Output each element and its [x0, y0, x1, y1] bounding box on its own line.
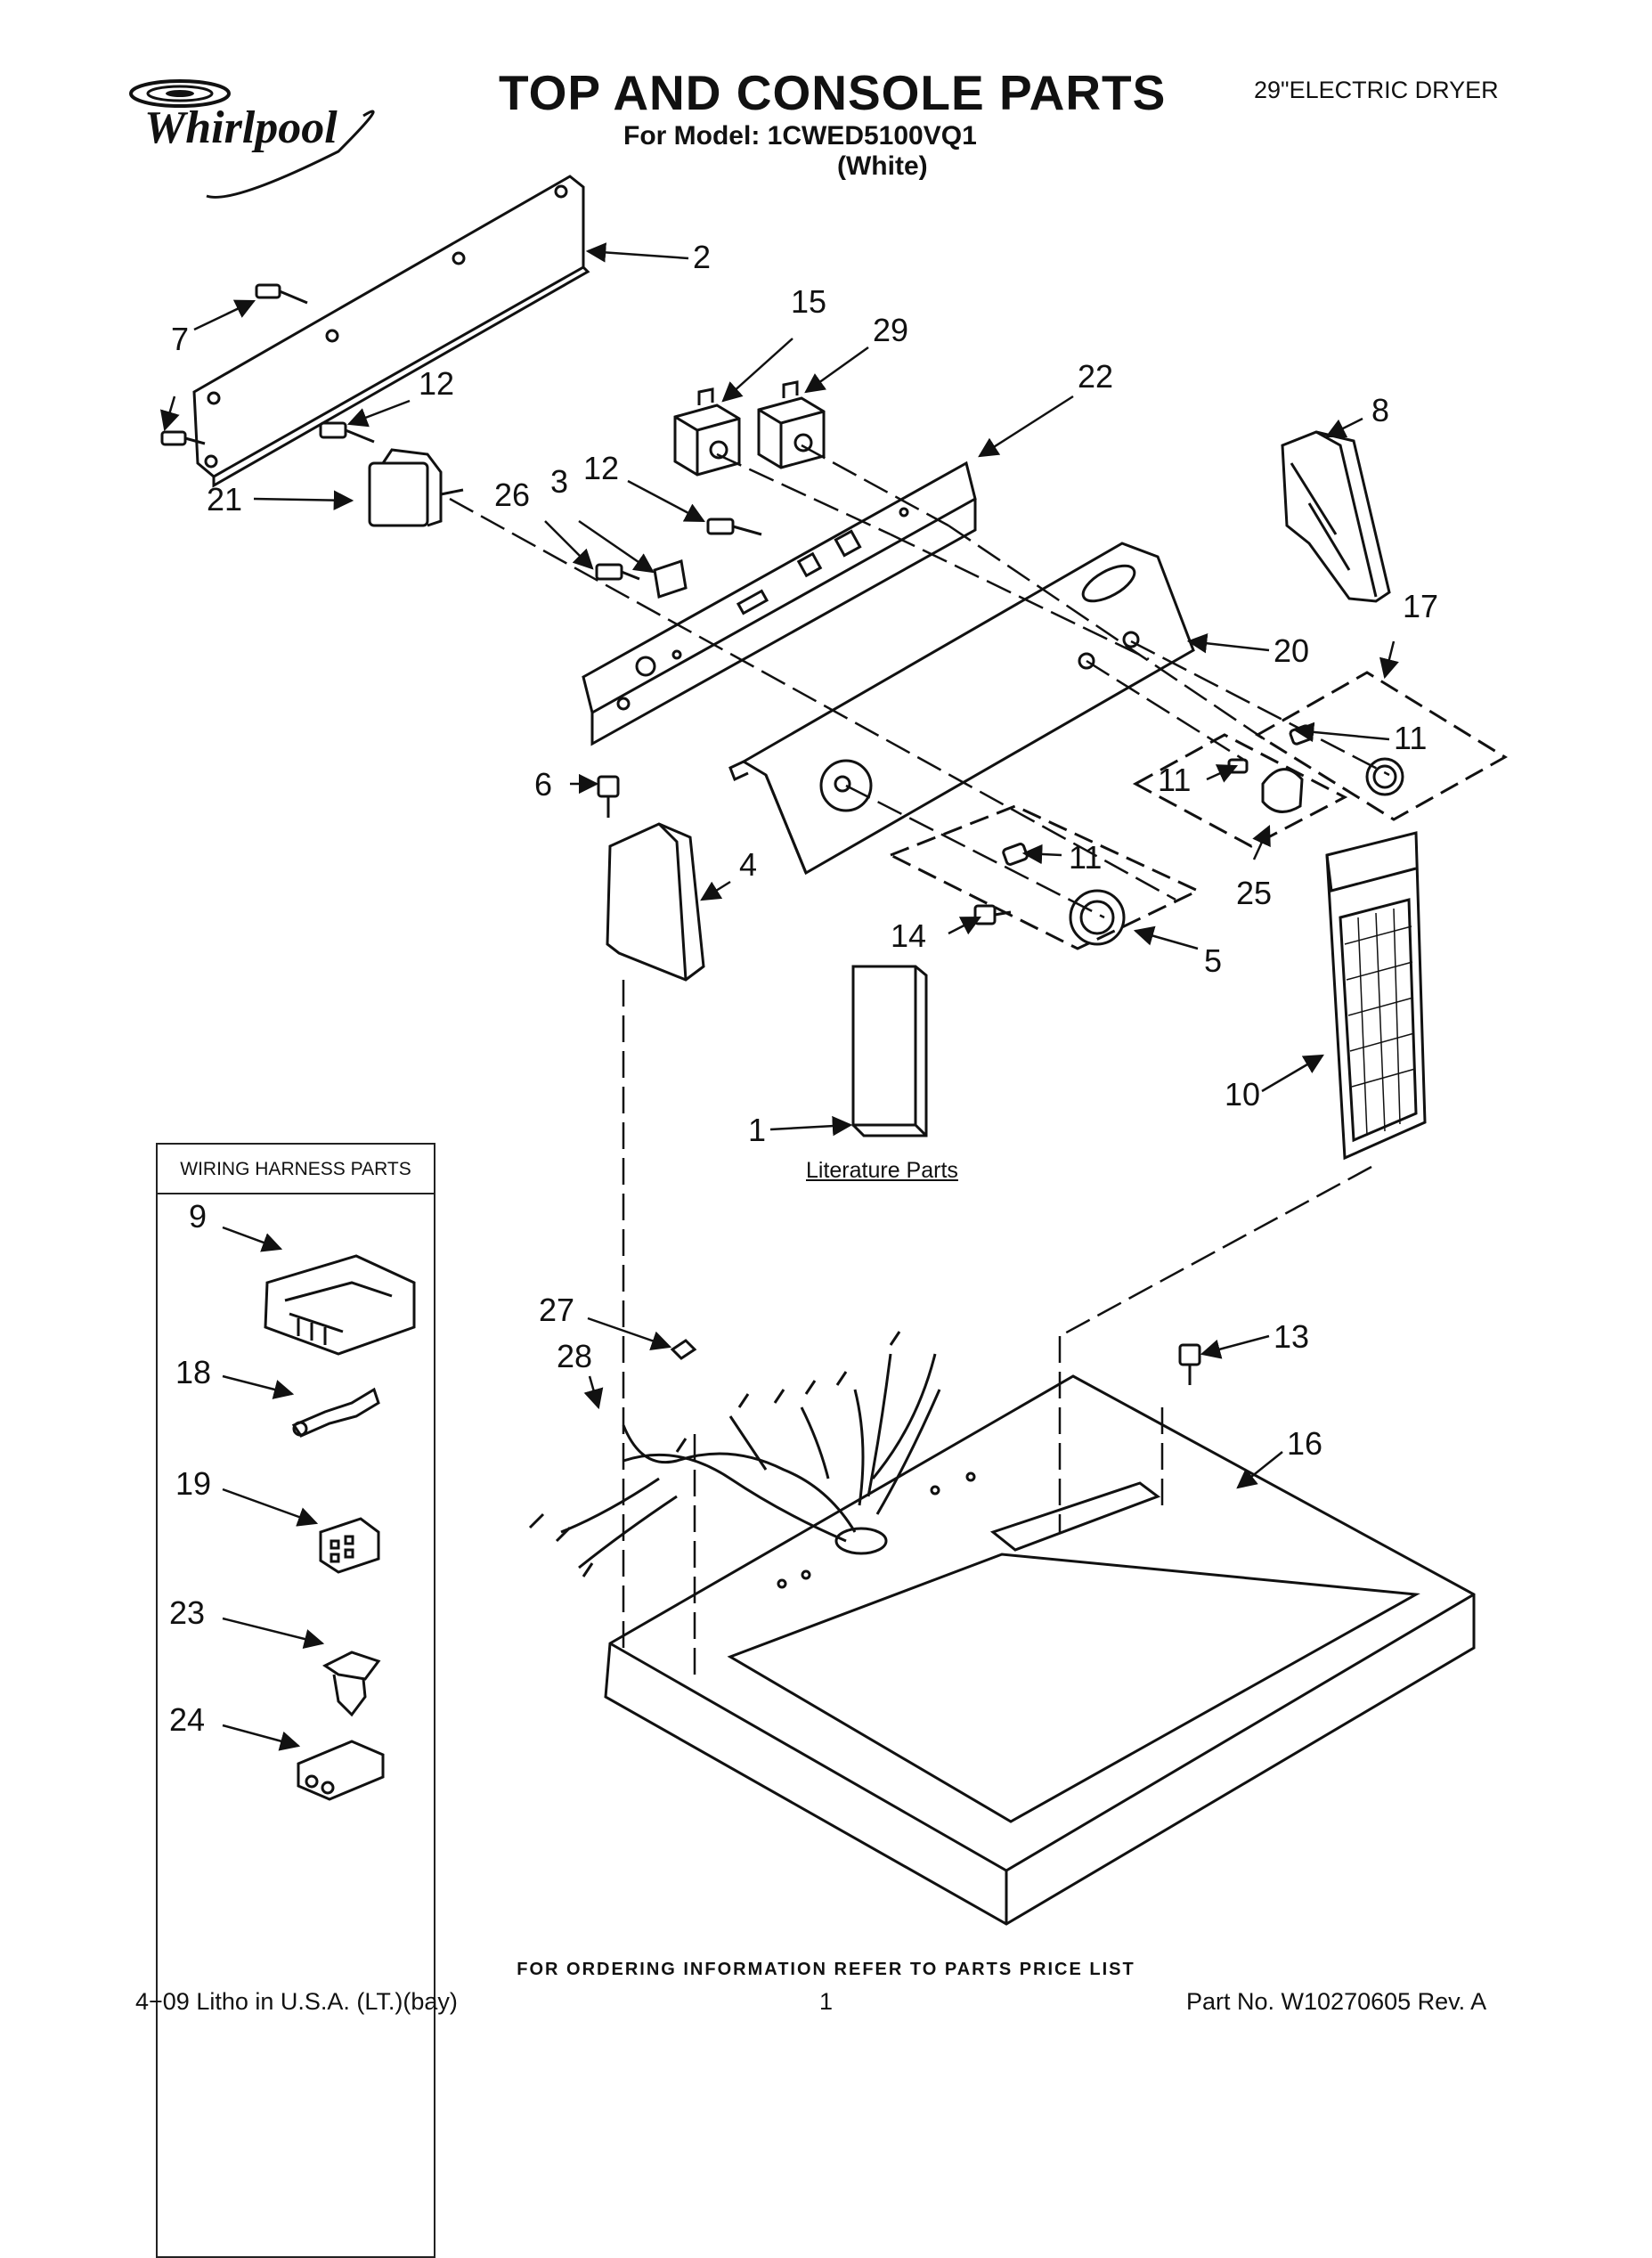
screw-part-6: [597, 775, 620, 818]
literature-part-1: [851, 965, 928, 1137]
clip-part-3: [653, 559, 688, 599]
push-clip-part-23: [322, 1651, 381, 1717]
callout-14: 14: [891, 917, 927, 954]
screw-part-14: [973, 904, 1012, 925]
callout-5: 5: [1204, 942, 1223, 979]
terminal-part-18: [291, 1387, 380, 1438]
callout-23: 23: [169, 1594, 206, 1631]
svg-text:Whirlpool: Whirlpool: [144, 102, 338, 153]
callout-25: 25: [1236, 875, 1273, 911]
callout-20: 20: [1274, 632, 1310, 669]
console-panel-part-20: [728, 542, 1195, 876]
timer-part-21: [368, 448, 464, 527]
callout-11c: 11: [1069, 839, 1103, 876]
screw-part-13: [1178, 1343, 1201, 1385]
callout-11b: 11: [1158, 762, 1192, 798]
callout-15: 15: [791, 283, 827, 320]
whirlpool-logo: Whirlpool: [125, 62, 392, 205]
lint-screen-part-10: [1325, 831, 1427, 1161]
knob-assembly-part-5: [887, 804, 1201, 950]
screw-part-7: [160, 283, 308, 446]
dryer-top-part-16: [604, 1374, 1476, 1926]
callout-16: 16: [1287, 1425, 1323, 1462]
callout-13: 13: [1274, 1318, 1310, 1355]
callout-1: 1: [748, 1112, 767, 1148]
screw-part-26: [595, 563, 640, 581]
callout-17: 17: [1403, 588, 1439, 624]
product-type: 29"ELECTRIC DRYER: [1254, 77, 1499, 103]
part-number: Part No. W10270605 Rev. A: [1186, 1988, 1487, 2015]
callout-8: 8: [1371, 392, 1390, 428]
callout-10: 10: [1225, 1076, 1261, 1113]
wiring-harness-title: WIRING HARNESS PARTS: [158, 1145, 434, 1194]
callout-26: 26: [494, 477, 531, 513]
model-color: (White): [837, 151, 928, 181]
callout-12: 12: [419, 365, 455, 402]
switch-part-29: [757, 380, 826, 469]
page-title: TOP AND CONSOLE PARTS: [499, 65, 1167, 120]
exploded-parts-diagram: [159, 175, 1508, 1926]
inset-leaders: [222, 1226, 325, 1751]
wiring-harness-parts-box: WIRING HARNESS PARTS: [156, 1143, 435, 2258]
callout-3: 3: [550, 463, 569, 500]
callout-18: 18: [175, 1354, 212, 1390]
callout-2: 2: [693, 239, 712, 275]
connector-block-part-19: [319, 1517, 380, 1574]
callout-29: 29: [873, 312, 909, 348]
screw-part-12: [319, 421, 762, 536]
literature-parts-label: Literature Parts: [806, 1158, 958, 1183]
callout-28: 28: [557, 1338, 593, 1374]
end-cap-part-4: [606, 822, 705, 982]
end-cap-part-8: [1281, 430, 1391, 603]
callout-9: 9: [189, 1198, 208, 1235]
callout-11a: 11: [1394, 720, 1428, 756]
page-number: 1: [819, 1988, 834, 2015]
console-bracket-part-22: [582, 461, 977, 746]
knob-assembly-part-17: [1255, 671, 1508, 821]
wiring-harness-part-28: [528, 1331, 941, 1577]
ordering-note: FOR ORDERING INFORMATION REFER TO PARTS …: [517, 1960, 1135, 1979]
switch-part-15: [673, 387, 741, 477]
callout-21: 21: [207, 481, 243, 518]
callout-12b: 12: [583, 450, 620, 486]
clip-part-27: [670, 1339, 697, 1360]
litho-info: 4−09 Litho in U.S.A. (LT.)(bay): [135, 1988, 458, 2015]
connector-housing-part-24: [297, 1740, 385, 1801]
callout-7: 7: [171, 321, 190, 357]
callout-27: 27: [539, 1292, 575, 1328]
callout-22: 22: [1078, 358, 1114, 395]
rear-panel-part-2: [192, 175, 590, 488]
callout-19: 19: [175, 1465, 212, 1502]
harness-connector-part-9: [264, 1254, 416, 1356]
callout-4: 4: [739, 846, 758, 883]
model-number: For Model: 1CWED5100VQ1: [623, 121, 977, 151]
callout-6: 6: [534, 766, 553, 803]
callout-24: 24: [169, 1701, 206, 1738]
alignment-line: [449, 497, 1176, 901]
